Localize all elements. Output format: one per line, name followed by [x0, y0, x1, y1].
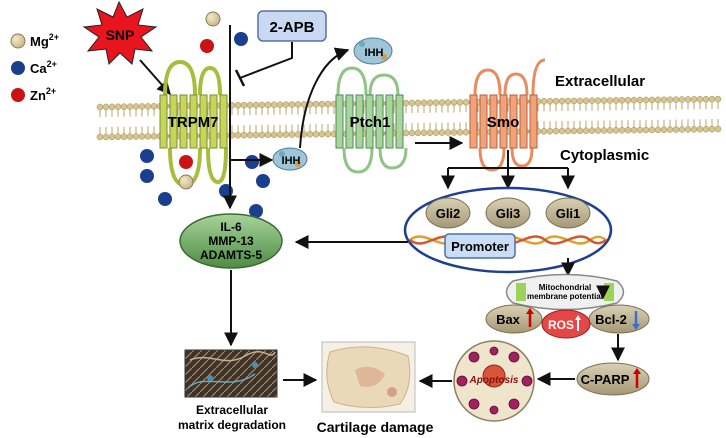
ca-legend-label: Ca2+: [30, 59, 57, 76]
extracellular-label: Extracellular: [555, 73, 645, 90]
mg-ion-icon: [10, 33, 26, 49]
ihh-extracellular: IHH: [353, 37, 393, 65]
gli2-label: Gli2: [436, 206, 461, 221]
gli1-factor: [545, 197, 591, 229]
gli3-label: Gli3: [496, 206, 521, 221]
bax-label: Bax: [496, 312, 521, 327]
ptch1-label: Ptch1: [350, 114, 391, 131]
ihh-secretion-arrow: [299, 47, 350, 149]
extracellular-ions: [200, 11, 248, 53]
snp-starburst: SNP: [82, 0, 158, 66]
cytokine-mmp13: MMP-13: [208, 234, 254, 248]
ecm-label-line2: matrix degradation: [178, 418, 286, 432]
mitochondria: Mitochondrial membrane potential: [505, 273, 625, 311]
cytokine-il6: IL-6: [220, 220, 242, 234]
trpm7-label: TRPM7: [168, 114, 219, 131]
ion-legend: Mg2+ Ca2+ Zn2+: [10, 32, 59, 103]
cytokine-adamts5: ADAMTS-5: [200, 248, 262, 262]
smo-label: Smo: [487, 114, 520, 131]
trpm7-channel: TRPM7: [159, 59, 228, 188]
promoter-label: Promoter: [451, 239, 509, 254]
ca-ion-icon: [11, 61, 25, 75]
apoptosis-label: Apoptosis: [469, 375, 519, 386]
cartilage-label: Cartilage damage: [317, 419, 434, 435]
ecm-degradation-image: [184, 349, 278, 398]
ihh-label-extracellular: IHH: [365, 47, 384, 59]
gli1-label: Gli1: [556, 206, 581, 221]
cytoplasmic-label: Cytoplasmic: [560, 147, 649, 164]
inhibition-bar: [234, 69, 246, 87]
mito-label-line1: Mitochondrial: [539, 283, 591, 292]
ihh-intracellular: IHH: [272, 147, 308, 171]
smo-receptor: Smo: [469, 58, 546, 172]
cytokines-node: IL-6 MMP-13 ADAMTS-5: [179, 213, 283, 269]
ihh-label-cytoplasm: IHH: [282, 155, 301, 167]
cparp-label: C-PARP: [581, 372, 630, 387]
cartilage-image: [321, 341, 416, 413]
inhibitor-2apb: 2-APB: [257, 10, 327, 42]
apoptosis-node: Apoptosis: [453, 340, 535, 422]
ecm-label-line1: Extracellular: [196, 403, 268, 417]
intracellular-ions: [140, 149, 270, 218]
apoptosis-markers: Bax Bcl-2 ROS: [485, 304, 650, 339]
promoter-box: [444, 233, 516, 259]
smo-to-gli-arrows: [441, 150, 575, 190]
ptch1-receptor: Ptch1: [335, 66, 408, 174]
ros-label: ROS: [548, 318, 574, 332]
mito-label-line2: membrane potential: [527, 292, 603, 301]
gli3-factor: [485, 197, 531, 229]
snp-label: SNP: [106, 27, 135, 43]
gli2-factor: [425, 197, 471, 229]
mg-legend-label: Mg2+: [30, 32, 59, 49]
zn-ion-icon: [11, 88, 25, 102]
bcl2-label: Bcl-2: [595, 312, 627, 327]
inhibitor-label: 2-APB: [269, 19, 314, 36]
zn-legend-label: Zn2+: [30, 86, 56, 103]
nucleus: Gli2 Gli3 Gli1 Promoter: [403, 186, 613, 274]
cparp-node: C-PARP: [576, 362, 650, 396]
inhibition-line: [239, 42, 293, 79]
